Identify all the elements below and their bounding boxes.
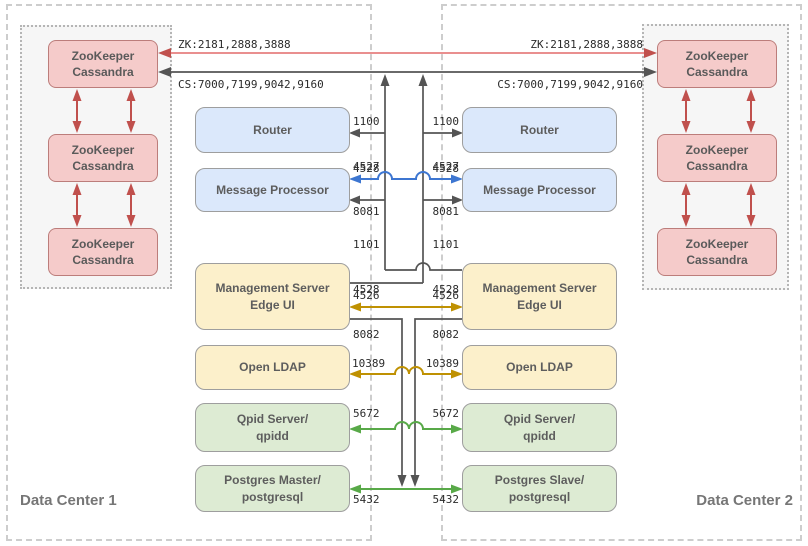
node-label: Management Server xyxy=(482,280,597,295)
node-label: ZooKeeper xyxy=(71,237,135,251)
router-links xyxy=(349,128,463,138)
mgmt-sync-arrow xyxy=(349,302,463,312)
dc2-management-server-node: Management Server Edge UI xyxy=(462,263,617,330)
dc1-message-processor-node: Message Processor xyxy=(195,168,350,212)
qpid-port-label-left: 5672 xyxy=(353,407,380,420)
port-line: 4527 xyxy=(353,160,380,173)
node-label: Cassandra xyxy=(72,253,134,267)
port-line: 4527 xyxy=(432,160,460,173)
node-label: Qpid Server/ xyxy=(236,411,309,426)
dc1-zookeeper-cassandra-node-2: ZooKeeper Cassandra xyxy=(48,134,158,182)
node-label: Open LDAP xyxy=(506,360,573,374)
node-label: Cassandra xyxy=(72,65,134,79)
node-label: Router xyxy=(253,122,292,137)
mp-mgmt-ports-label-right: 1101 4528 8082 xyxy=(420,207,460,372)
mgmt-port-label-right: 4526 xyxy=(432,289,460,302)
dc1-qpid-server-node: Qpid Server/ qpidd xyxy=(195,403,350,452)
node-label: postgresql xyxy=(508,489,571,504)
node-label: Open LDAP xyxy=(239,360,306,374)
ldap-sync-arrow xyxy=(349,366,463,379)
dc2-postgres-slave-node: Postgres Slave/ postgresql xyxy=(462,465,617,512)
qpid-sync-arrow xyxy=(349,421,463,434)
dc2-zookeeper-cassandra-node-2: ZooKeeper Cassandra xyxy=(657,134,777,182)
node-label: Edge UI xyxy=(517,297,562,312)
dc2-cassandra-sync-arrows xyxy=(681,89,756,227)
postgres-port-label-left: 5432 xyxy=(353,493,380,506)
port-line: 8081 xyxy=(353,205,380,218)
node-label: Edge UI xyxy=(250,297,295,312)
zk-ports-label-left: ZK:2181,2888,3888 xyxy=(178,38,291,51)
dc1-cassandra-sync-arrows xyxy=(72,89,136,227)
mp-mgmt-ports-label-left: 1101 4528 8082 xyxy=(353,207,380,372)
mp-port-label-left: 4528 xyxy=(353,162,380,175)
dc1-title: Data Center 1 xyxy=(20,492,117,509)
port-line: 1101 xyxy=(353,238,380,251)
node-label: postgresql xyxy=(241,489,304,504)
port-line: 1100 xyxy=(432,115,460,128)
node-label: Postgres Master/ xyxy=(224,472,321,487)
mp-sync-arrow xyxy=(349,171,463,184)
mgmt-port-label-left: 4526 xyxy=(353,289,380,302)
port-line: 8082 xyxy=(432,328,460,341)
node-label: Qpid Server/ xyxy=(503,411,576,426)
dc2-router-node: Router xyxy=(462,107,617,153)
dc1-zookeeper-cassandra-node-3: ZooKeeper Cassandra xyxy=(48,228,158,276)
dc1-boundary xyxy=(6,4,372,541)
port-line: 4528 xyxy=(353,283,380,296)
cs-ports-label-left: CS:7000,7199,9042,9160 xyxy=(178,78,324,91)
node-label: ZooKeeper xyxy=(71,49,135,63)
port-line: 8082 xyxy=(353,328,380,341)
node-label: Management Server xyxy=(215,280,330,295)
dc1-router-node: Router xyxy=(195,107,350,153)
node-label: Message Processor xyxy=(216,182,329,197)
node-label: Router xyxy=(520,122,559,137)
port-line: 4528 xyxy=(432,283,460,296)
dc1-zookeeper-cassandra-node-1: ZooKeeper Cassandra xyxy=(48,40,158,88)
node-label: Message Processor xyxy=(483,182,596,197)
node-label: ZooKeeper xyxy=(685,143,749,157)
dc2-zookeeper-cassandra-node-1: ZooKeeper Cassandra xyxy=(657,40,777,88)
dc2-message-processor-node: Message Processor xyxy=(462,168,617,212)
mgmt-cassandra-links xyxy=(350,74,462,284)
node-label: ZooKeeper xyxy=(685,49,749,63)
dc1-postgres-master-node: Postgres Master/ postgresql xyxy=(195,465,350,512)
dc2-zookeeper-cassandra-node-3: ZooKeeper Cassandra xyxy=(657,228,777,276)
node-label: Cassandra xyxy=(72,159,134,173)
postgres-port-label-right: 5432 xyxy=(432,493,460,506)
dc2-open-ldap-node: Open LDAP xyxy=(462,345,617,390)
node-label: Cassandra xyxy=(686,65,748,79)
router-ports-label-right: 1100 4527 8081 xyxy=(420,84,460,249)
mp-mgmt-links xyxy=(349,195,463,205)
node-label: Postgres Slave/ xyxy=(494,472,585,487)
dc2-qpid-server-node: Qpid Server/ qpidd xyxy=(462,403,617,452)
port-line: 1101 xyxy=(432,238,460,251)
cs-ports-label-right: CS:7000,7199,9042,9160 xyxy=(497,78,643,91)
postgres-sync-arrow xyxy=(349,484,463,494)
dc2-boundary xyxy=(441,4,802,541)
node-label: qpidd xyxy=(523,428,556,443)
mp-port-label-right: 4528 xyxy=(432,162,460,175)
node-label: Cassandra xyxy=(686,159,748,173)
dc1-open-ldap-node: Open LDAP xyxy=(195,345,350,390)
node-label: Cassandra xyxy=(686,253,748,267)
dc1-management-server-node: Management Server Edge UI xyxy=(195,263,350,330)
port-line: 1100 xyxy=(353,115,380,128)
zk-replication-arrow xyxy=(158,48,657,58)
zk-ports-label-right: ZK:2181,2888,3888 xyxy=(530,38,643,51)
dc2-title: Data Center 2 xyxy=(696,492,793,509)
router-ports-label-left: 1100 4527 8081 xyxy=(353,84,380,249)
ldap-port-label-left: 10389 xyxy=(352,357,386,370)
ldap-port-label-right: 10389 xyxy=(425,357,459,370)
port-line: 8081 xyxy=(432,205,460,218)
cs-replication-arrow xyxy=(158,67,657,77)
node-label: ZooKeeper xyxy=(71,143,135,157)
mgmt-postgres-links xyxy=(350,318,462,487)
node-label: ZooKeeper xyxy=(685,237,749,251)
qpid-port-label-right: 5672 xyxy=(432,407,460,420)
node-label: qpidd xyxy=(256,428,289,443)
